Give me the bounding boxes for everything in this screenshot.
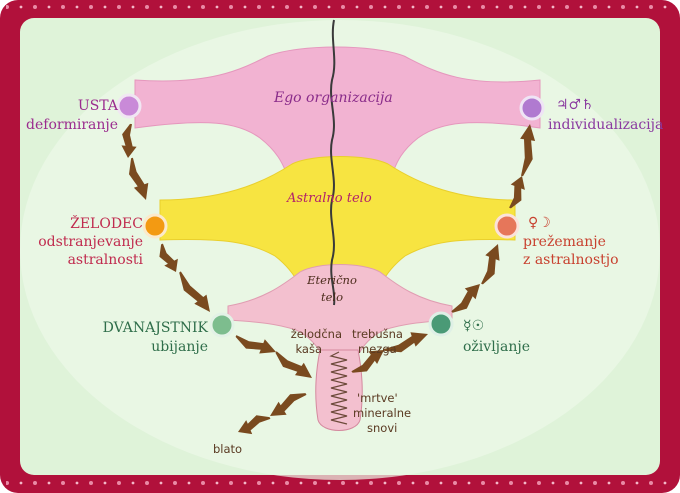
arrow-dvanajstnik-to-kasa bbox=[235, 335, 276, 354]
right-mid-subtitle-1: prežemanje bbox=[523, 234, 606, 250]
frame-dots-top bbox=[6, 4, 674, 18]
frame-dots-bottom bbox=[6, 475, 674, 489]
arrow-mezga-to-right-bottom bbox=[383, 332, 428, 353]
right-mid-subtitle-2: z astralnostjo bbox=[523, 252, 619, 268]
zelodec-subtitle-2: astralnosti bbox=[67, 252, 143, 268]
usta-subtitle: deformiranje bbox=[26, 117, 118, 133]
eteric-band-label-2: telo bbox=[320, 290, 344, 304]
node-zelodec bbox=[142, 213, 168, 239]
right-top-symbols: ♃♂♄ bbox=[556, 97, 594, 113]
right-bottom-subtitle: oživljanje bbox=[463, 339, 530, 355]
eteric-band bbox=[227, 264, 453, 353]
blato-label: blato bbox=[213, 442, 243, 456]
node-right-top bbox=[519, 95, 545, 121]
node-dvanajstnik bbox=[209, 312, 235, 338]
mezga-label: mezga bbox=[358, 342, 397, 356]
arrow-intestine-to-mezga bbox=[351, 350, 384, 373]
right-bottom-symbols: ☿☉ bbox=[463, 318, 485, 334]
ego-band-label: Ego organizacija bbox=[274, 90, 393, 106]
arrow-intestine-to-blato-2 bbox=[238, 415, 271, 435]
arrow-zelodec-to-dvanajstnik-2 bbox=[179, 271, 210, 312]
node-right-mid bbox=[494, 213, 520, 239]
arrow-intestine-to-blato-1 bbox=[270, 393, 307, 416]
trebusna-label: trebušna bbox=[352, 327, 403, 341]
zelodec-title: ŽELODEC bbox=[70, 216, 143, 232]
kasa-label: kaša bbox=[295, 342, 322, 356]
arrow-zelodec-to-dvanajstnik-1 bbox=[159, 243, 178, 272]
mineralne-label: mineralne bbox=[353, 406, 412, 420]
arrow-right-bottom-to-mid-2 bbox=[481, 244, 500, 285]
mrtve-label: 'mrtve' bbox=[357, 391, 398, 405]
astral-band-label: Astralno telo bbox=[287, 191, 372, 206]
right-mid-symbols: ♀☽ bbox=[528, 215, 551, 231]
arrow-usta-to-zelodec-2 bbox=[129, 157, 149, 200]
dvanajstnik-subtitle: ubijanje bbox=[151, 339, 208, 355]
node-right-bottom bbox=[428, 311, 454, 337]
arrow-right-mid-to-top-1 bbox=[509, 176, 525, 209]
right-top-subtitle: individualizacija bbox=[548, 117, 664, 133]
arrow-kasa-to-intestine bbox=[275, 351, 312, 378]
astral-band bbox=[159, 156, 516, 287]
eteric-band-label-1: Eterično bbox=[307, 273, 357, 287]
intestine-coil bbox=[329, 351, 348, 425]
zelodcna-label: želodčna bbox=[290, 327, 342, 341]
dvanajstnik-title: DVANAJSTNIK bbox=[102, 320, 208, 336]
arrow-right-mid-to-top-2 bbox=[520, 124, 536, 177]
zelodec-subtitle-1: odstranjevanje bbox=[38, 234, 143, 250]
snovi-label: snovi bbox=[367, 421, 398, 435]
flow-arrows bbox=[121, 123, 536, 435]
arrow-right-bottom-to-mid-1 bbox=[451, 284, 480, 313]
arrow-usta-to-zelodec-1 bbox=[121, 123, 137, 158]
usta-title: USTA bbox=[77, 98, 118, 114]
central-divider bbox=[330, 19, 336, 306]
node-usta bbox=[116, 93, 142, 119]
ego-band bbox=[134, 46, 541, 173]
